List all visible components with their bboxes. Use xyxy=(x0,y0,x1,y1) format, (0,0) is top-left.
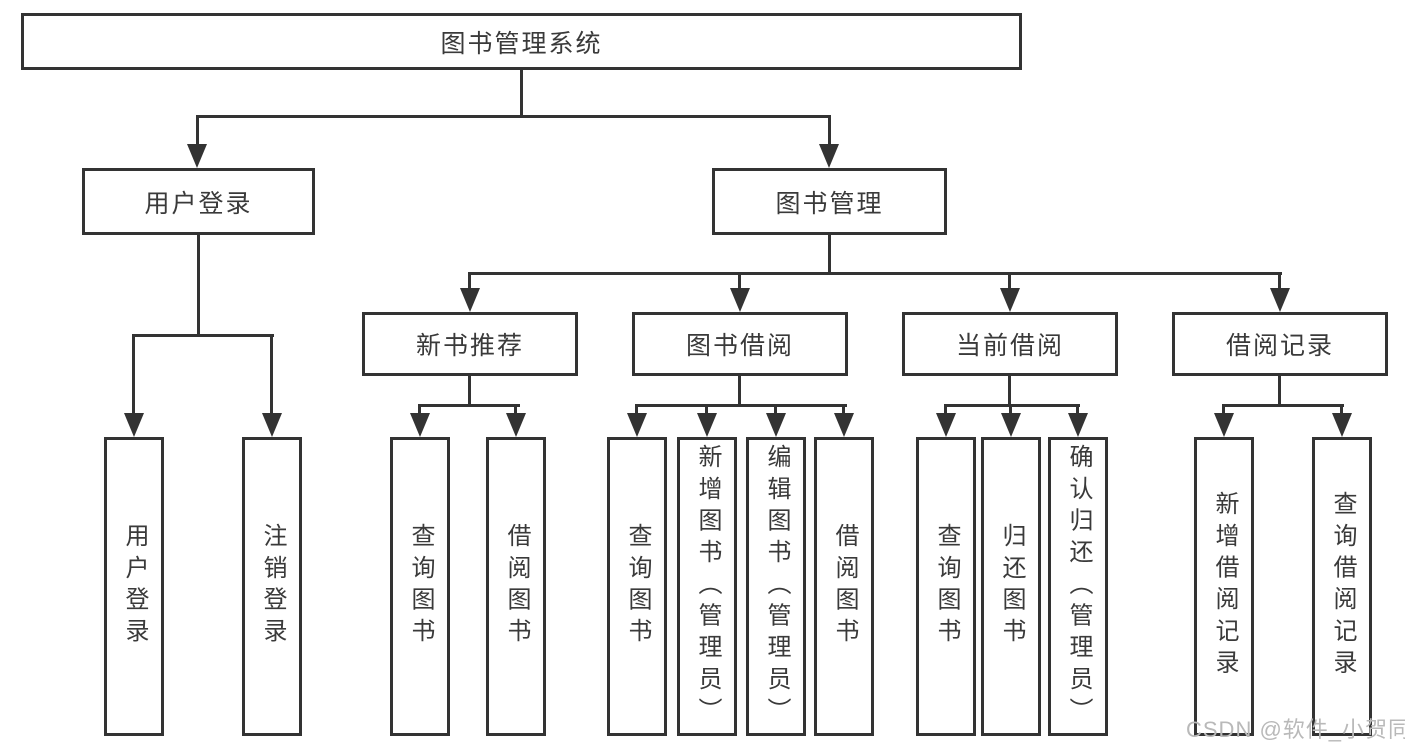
connector-line xyxy=(1222,404,1225,418)
connector-line xyxy=(738,272,741,294)
node-new-book-recommend: 新书推荐 xyxy=(362,312,578,376)
connector-line xyxy=(944,404,1080,407)
node-borrow-records: 借阅记录 xyxy=(1172,312,1388,376)
arrow-down xyxy=(730,288,750,312)
node-cb-return-book-label: 归还图书 xyxy=(998,523,1025,650)
node-cb-query-book-label: 查询图书 xyxy=(933,523,960,650)
connector-line xyxy=(1009,404,1012,418)
connector-line xyxy=(1278,272,1281,294)
connector-line xyxy=(635,404,847,407)
connector-line xyxy=(196,115,199,149)
arrow-down xyxy=(124,413,144,437)
arrow-down xyxy=(1068,413,1088,437)
connector-line xyxy=(468,272,471,294)
arrow-down xyxy=(834,413,854,437)
connector-line xyxy=(828,235,831,275)
node-current-borrow: 当前借阅 xyxy=(902,312,1118,376)
node-user-login-label: 用户登录 xyxy=(144,189,253,218)
connector-line xyxy=(944,404,947,418)
connector-line xyxy=(842,404,845,418)
arrow-down xyxy=(766,413,786,437)
connector-line xyxy=(520,70,523,118)
node-bb-add-book-label: 新增图书（管理员） xyxy=(694,443,721,730)
node-book-borrow-label: 图书借阅 xyxy=(685,332,794,360)
node-login: 用户登录 xyxy=(104,437,164,736)
connector-line xyxy=(196,115,831,118)
node-user-login: 用户登录 xyxy=(82,168,315,235)
node-bb-borrow-book: 借阅图书 xyxy=(814,437,874,736)
connector-line xyxy=(738,376,741,407)
node-cb-query-book: 查询图书 xyxy=(916,437,976,736)
connector-line xyxy=(1340,404,1343,418)
node-bb-query-book-label: 查询图书 xyxy=(624,523,651,650)
arrow-down xyxy=(1000,288,1020,312)
connector-line xyxy=(270,334,273,422)
arrow-down xyxy=(819,144,839,168)
node-nbr-query-book-label: 查询图书 xyxy=(407,523,434,650)
node-nbr-borrow-book-label: 借阅图书 xyxy=(503,523,530,650)
arrow-down xyxy=(627,413,647,437)
connector-line xyxy=(197,235,200,337)
connector-line xyxy=(774,404,777,418)
arrow-down xyxy=(1001,413,1021,437)
node-br-query-record: 查询借阅记录 xyxy=(1312,437,1372,736)
arrow-down xyxy=(1332,413,1352,437)
connector-line xyxy=(1008,272,1011,294)
node-br-add-record: 新增借阅记录 xyxy=(1194,437,1254,736)
arrow-down xyxy=(1214,413,1234,437)
connector-line xyxy=(1222,404,1344,407)
connector-line xyxy=(635,404,638,418)
csdn-watermark: CSDN @软件_小贺同学 xyxy=(1186,717,1405,742)
node-nbr-borrow-book: 借阅图书 xyxy=(486,437,546,736)
node-login-label: 用户登录 xyxy=(121,523,148,650)
node-cb-confirm-return: 确认归还（管理员） xyxy=(1048,437,1108,736)
arrow-down xyxy=(697,413,717,437)
connector-line xyxy=(132,334,135,422)
arrow-down xyxy=(506,413,526,437)
node-bb-query-book: 查询图书 xyxy=(607,437,667,736)
connector-line xyxy=(1278,376,1281,407)
arrow-down xyxy=(936,413,956,437)
arrow-down xyxy=(410,413,430,437)
node-book-borrow: 图书借阅 xyxy=(632,312,848,376)
node-bb-borrow-book-label: 借阅图书 xyxy=(831,523,858,650)
connector-line xyxy=(1008,376,1011,407)
node-bb-add-book: 新增图书（管理员） xyxy=(677,437,737,736)
arrow-down xyxy=(262,413,282,437)
node-root-label: 图书管理系统 xyxy=(440,29,603,58)
node-new-book-recommend-label: 新书推荐 xyxy=(415,332,524,360)
node-br-query-record-label: 查询借阅记录 xyxy=(1329,491,1356,682)
arrow-down xyxy=(460,288,480,312)
node-cb-return-book: 归还图书 xyxy=(981,437,1041,736)
node-book-management-label: 图书管理 xyxy=(775,189,884,218)
node-bb-edit-book-label: 编辑图书（管理员） xyxy=(763,443,790,730)
connector-line xyxy=(418,404,421,418)
node-bb-edit-book: 编辑图书（管理员） xyxy=(746,437,806,736)
connector-line xyxy=(468,376,471,407)
connector-line xyxy=(514,404,517,418)
arrow-down xyxy=(1270,288,1290,312)
node-current-borrow-label: 当前借阅 xyxy=(955,332,1064,360)
node-root: 图书管理系统 xyxy=(21,13,1022,70)
node-book-management: 图书管理 xyxy=(712,168,947,235)
node-cb-confirm-return-label: 确认归还（管理员） xyxy=(1065,443,1092,730)
connector-line xyxy=(468,272,1282,275)
connector-line xyxy=(705,404,708,418)
node-br-add-record-label: 新增借阅记录 xyxy=(1211,491,1238,682)
connector-line xyxy=(132,334,274,337)
connector-line xyxy=(418,404,520,407)
node-logout: 注销登录 xyxy=(242,437,302,736)
node-logout-label: 注销登录 xyxy=(259,523,286,650)
node-borrow-records-label: 借阅记录 xyxy=(1225,332,1334,360)
node-nbr-query-book: 查询图书 xyxy=(390,437,450,736)
connector-line xyxy=(1076,404,1079,418)
connector-line xyxy=(828,115,831,149)
arrow-down xyxy=(187,144,207,168)
